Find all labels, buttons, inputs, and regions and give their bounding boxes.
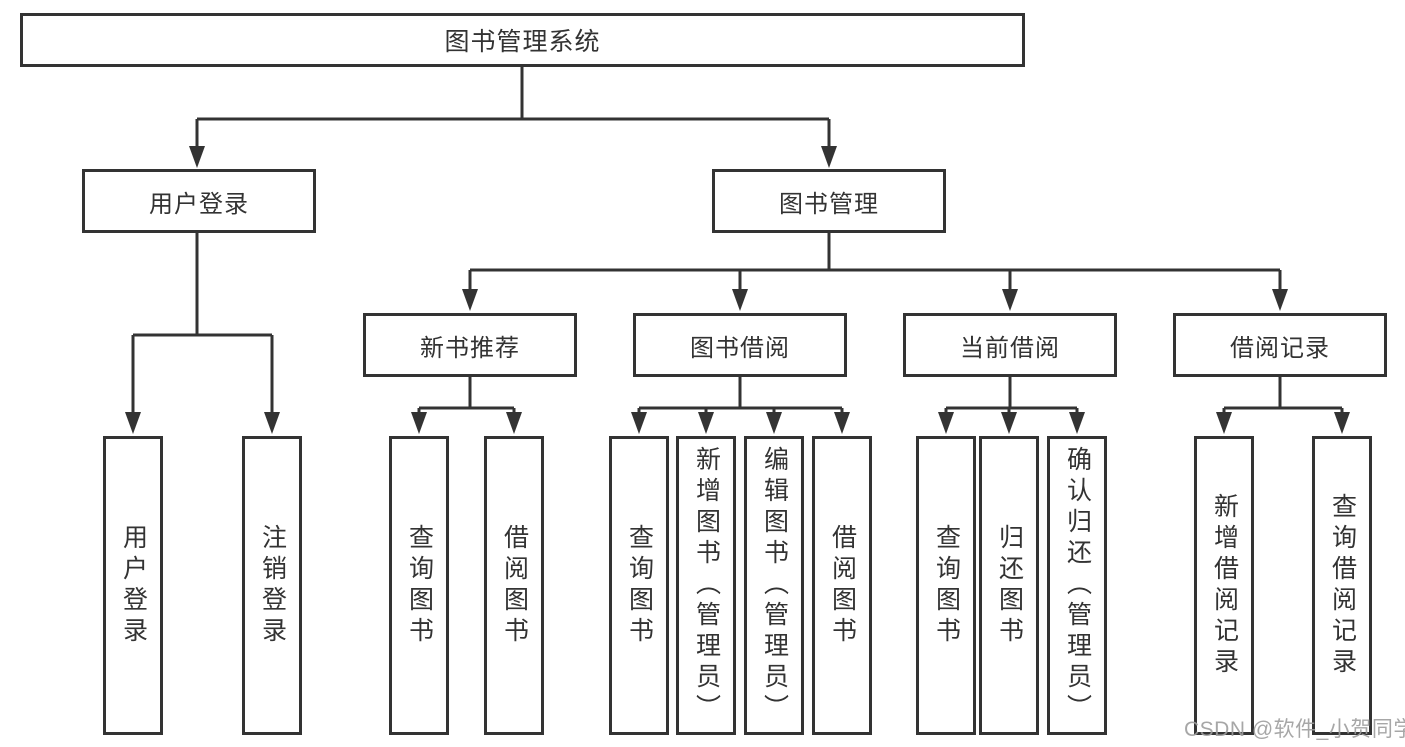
leaf-borrow-books-borrowing: 借阅图书: [812, 436, 872, 735]
node-new-book-recommend-label: 新书推荐: [420, 334, 520, 362]
node-book-borrowing-label: 图书借阅: [690, 334, 790, 362]
leaf-confirm-return-admin-label: 确认归还（管理员）: [1063, 446, 1092, 725]
leaf-query-books-recommend: 查询图书: [389, 436, 449, 735]
leaf-query-borrow-record-label: 查询借阅记录: [1328, 492, 1357, 679]
node-book-management: 图书管理: [712, 169, 946, 233]
leaf-confirm-return-admin: 确认归还（管理员）: [1047, 436, 1107, 735]
leaf-return-books-label: 归还图书: [995, 523, 1024, 648]
node-current-borrowing: 当前借阅: [903, 313, 1117, 377]
leaf-edit-books-admin-label: 编辑图书（管理员）: [760, 446, 789, 725]
leaf-borrow-books-recommend: 借阅图书: [484, 436, 544, 735]
leaf-logout: 注销登录: [242, 436, 302, 735]
node-root: 图书管理系统: [20, 13, 1025, 67]
leaf-add-books-admin: 新增图书（管理员）: [676, 436, 736, 735]
leaf-query-books-current: 查询图书: [916, 436, 976, 735]
node-book-management-label: 图书管理: [779, 190, 879, 218]
leaf-borrow-books-borrowing-label: 借阅图书: [828, 523, 857, 648]
node-user-login: 用户登录: [82, 169, 316, 233]
watermark: CSDN @软件_小贺同学: [1184, 718, 1405, 741]
leaf-edit-books-admin: 编辑图书（管理员）: [744, 436, 804, 735]
leaf-query-books-current-label: 查询图书: [932, 523, 961, 648]
node-borrowing-records: 借阅记录: [1173, 313, 1387, 377]
leaf-query-borrow-record: 查询借阅记录: [1312, 436, 1372, 735]
leaf-user-login: 用户登录: [103, 436, 163, 735]
node-current-borrowing-label: 当前借阅: [960, 334, 1060, 362]
node-book-borrowing: 图书借阅: [633, 313, 847, 377]
leaf-return-books: 归还图书: [979, 436, 1039, 735]
node-borrowing-records-label: 借阅记录: [1230, 334, 1330, 362]
node-root-label: 图书管理系统: [444, 28, 601, 56]
node-user-login-label: 用户登录: [149, 190, 249, 218]
leaf-borrow-books-recommend-label: 借阅图书: [500, 523, 529, 648]
leaf-logout-label: 注销登录: [258, 523, 287, 648]
leaf-query-books-borrowing: 查询图书: [609, 436, 669, 735]
leaf-add-borrow-record: 新增借阅记录: [1194, 436, 1254, 735]
node-new-book-recommend: 新书推荐: [363, 313, 577, 377]
leaf-query-books-borrowing-label: 查询图书: [625, 523, 654, 648]
leaf-add-borrow-record-label: 新增借阅记录: [1210, 492, 1239, 679]
leaf-user-login-label: 用户登录: [119, 523, 148, 648]
leaf-add-books-admin-label: 新增图书（管理员）: [692, 446, 721, 725]
leaf-query-books-recommend-label: 查询图书: [405, 523, 434, 648]
